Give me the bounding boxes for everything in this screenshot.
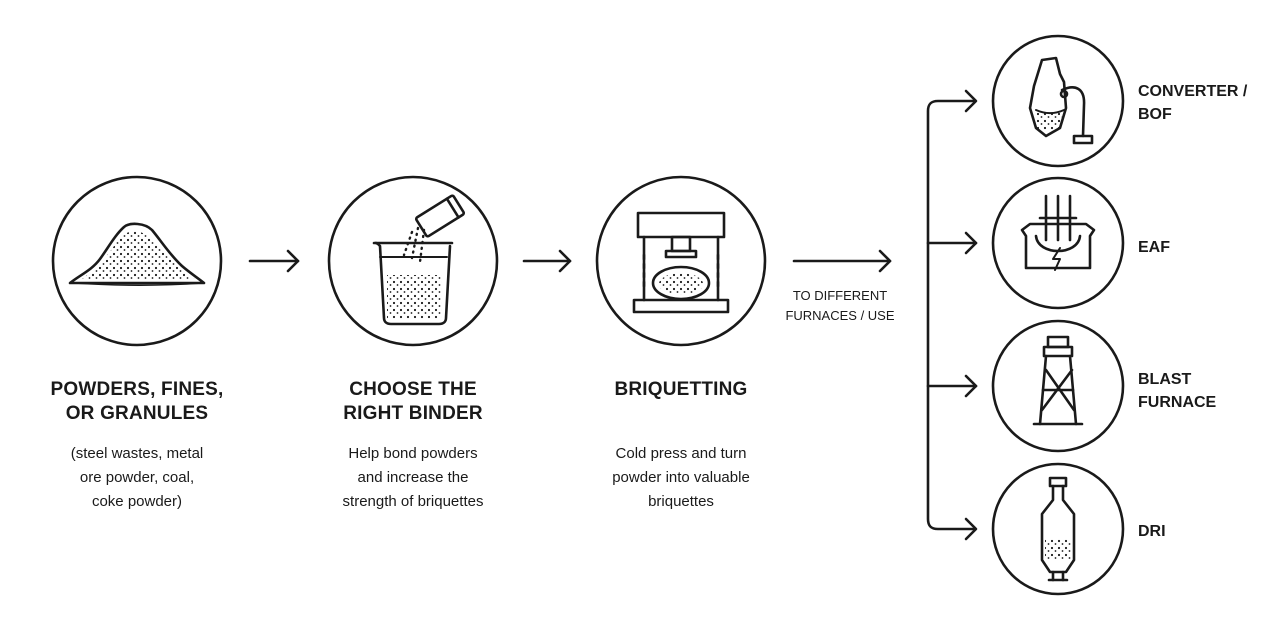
branch-connector [926, 89, 978, 541]
converter-icon [1028, 56, 1094, 145]
step-title-line: OR GRANULES [65, 403, 209, 424]
description-line: ore powder, coal, [79, 469, 195, 486]
furnace-circle-eaf [991, 176, 1125, 310]
step-description-briquetting: Cold press and turn powder into valuable… [566, 442, 796, 514]
dri-shaft-icon [1040, 476, 1076, 582]
arrow-1 [248, 249, 300, 273]
arrow-2 [522, 249, 572, 273]
step-circle-briquetting [595, 175, 767, 347]
press-icon [632, 211, 730, 314]
arrow-3 [792, 249, 892, 273]
furnace-circle-blast [991, 319, 1125, 453]
step-title-powders: POWDERS, FINES, OR GRANULES [27, 378, 247, 426]
electric-arc-furnace-icon [1020, 194, 1096, 271]
furnace-label-line: BLAST [1138, 371, 1192, 388]
description-line: coke powder) [91, 493, 183, 510]
branch-note-line: FURNACES / USE [785, 308, 895, 323]
branch-note: TO DIFFERENT FURNACES / USE [770, 286, 910, 326]
step-description-binder: Help bond powders and increase the stren… [298, 442, 528, 514]
step-circle-binder [327, 175, 499, 347]
description-line: (steel wastes, metal [70, 445, 204, 462]
step-title-binder: CHOOSE THE RIGHT BINDER [303, 378, 523, 426]
furnace-circle-bof [991, 34, 1125, 168]
step-title-line: CHOOSE THE [349, 379, 477, 400]
description-line: briquettes [648, 493, 714, 510]
step-title-line: POWDERS, FINES, [50, 379, 224, 400]
branch-note-line: TO DIFFERENT [792, 288, 888, 303]
furnace-label-dri: DRI [1138, 520, 1268, 543]
beaker-binder-icon [372, 194, 466, 326]
furnace-label-line: CONVERTER / [1138, 83, 1248, 100]
description-line: strength of briquettes [342, 493, 484, 510]
description-line: Help bond powders [348, 445, 478, 462]
description-line: Cold press and turn [615, 445, 747, 462]
powder-pile-icon [68, 222, 206, 287]
step-circle-powders [51, 175, 223, 347]
furnace-label-eaf: EAF [1138, 236, 1268, 259]
furnace-label-bof: CONVERTER / BOF [1138, 80, 1268, 126]
furnace-label-blast: BLAST FURNACE [1138, 368, 1268, 414]
furnace-circle-dri [991, 462, 1125, 596]
furnace-label-line: FURNACE [1138, 394, 1217, 411]
blast-furnace-icon [1032, 335, 1084, 426]
description-line: and increase the [357, 469, 469, 486]
step-description-powders: (steel wastes, metal ore powder, coal, c… [27, 442, 247, 514]
step-title-briquetting: BRIQUETTING [571, 378, 791, 402]
description-line: powder into valuable [612, 469, 750, 486]
step-title-line: RIGHT BINDER [343, 403, 483, 424]
furnace-label-line: EAF [1138, 239, 1170, 256]
step-title-line: BRIQUETTING [614, 379, 748, 400]
furnace-label-line: DRI [1138, 523, 1166, 540]
furnace-label-line: BOF [1138, 106, 1172, 123]
